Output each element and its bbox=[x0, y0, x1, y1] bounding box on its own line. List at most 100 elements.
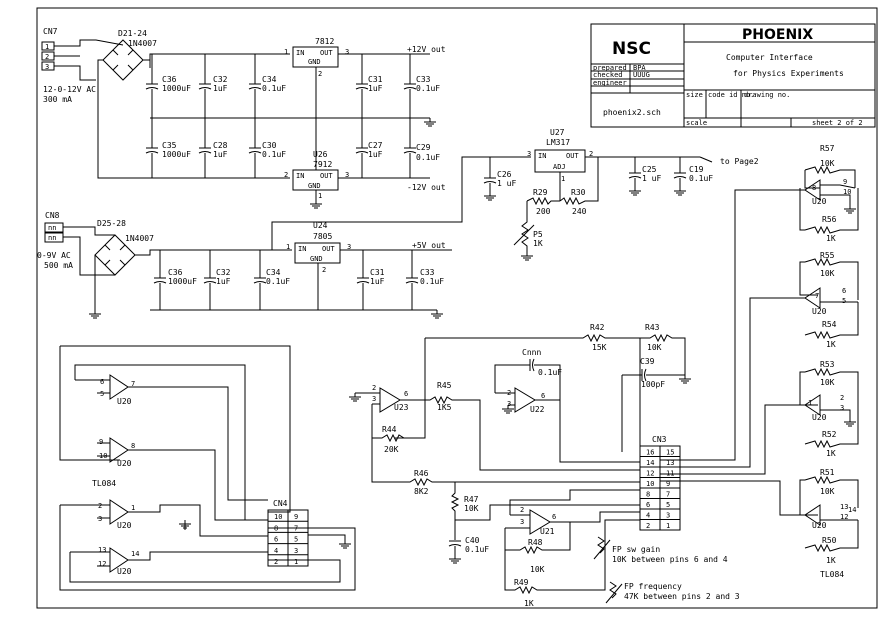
lopamp2-pa: 9 bbox=[99, 438, 103, 446]
cn7-pin3: 3 bbox=[45, 63, 49, 71]
u21-pin-a: 2 bbox=[520, 506, 524, 514]
cn8-label: CN8 bbox=[45, 211, 60, 220]
cn3-pin-7: 7 bbox=[666, 491, 670, 499]
cn4-pin-1: 1 bbox=[294, 558, 298, 566]
reg-7912-label: 7912 bbox=[313, 160, 332, 169]
reg-5v-out: OUT bbox=[322, 245, 335, 253]
cap5-c34-ref: C34 bbox=[266, 268, 281, 277]
u22-pin-a: 2 bbox=[507, 389, 511, 397]
cn3-pin-16: 16 bbox=[646, 449, 654, 457]
cap-c30-ref: C30 bbox=[262, 141, 277, 150]
cn4-label: CN4 bbox=[273, 499, 288, 508]
res-r30-val: 240 bbox=[572, 207, 587, 216]
cn3-pin-2: 2 bbox=[646, 522, 650, 530]
pot-p5-val: 1K bbox=[533, 239, 543, 248]
lm317-out: OUT bbox=[566, 152, 579, 160]
lopamp1-pa: 6 bbox=[100, 378, 104, 386]
cn4-pin-3: 3 bbox=[294, 547, 298, 555]
u23-pin-b: 3 bbox=[372, 395, 376, 403]
res-r43-val: 10K bbox=[647, 343, 662, 352]
ropamp1-pin-out: 8 bbox=[812, 184, 816, 192]
caps-bottom-row bbox=[145, 118, 417, 178]
cn8-pin1: nn bbox=[48, 224, 56, 232]
reg-pos-in: IN bbox=[296, 49, 304, 57]
lopamp3-pb: 3 bbox=[98, 515, 102, 523]
cap-c28-val: 1uF bbox=[213, 150, 228, 159]
ropamp1-pin-b: 10 bbox=[843, 188, 851, 196]
fp-frequency-pot-icon bbox=[605, 581, 623, 604]
tl084-right-label: TL084 bbox=[820, 570, 844, 579]
cn4-pin-7: 7 bbox=[294, 524, 298, 532]
lopamp1-out: 7 bbox=[131, 380, 135, 388]
sheet-label: sheet 2 of 2 bbox=[812, 119, 863, 127]
cap-c27-val: 1uF bbox=[368, 150, 383, 159]
cap-c30-val: 0.1uF bbox=[262, 150, 286, 159]
cap5-c31-ref: C31 bbox=[370, 268, 385, 277]
opamp-u23 bbox=[379, 387, 401, 413]
lopamp2 bbox=[109, 437, 129, 463]
u23-pin-out: 6 bbox=[404, 390, 408, 398]
lopamp1-pb: 5 bbox=[100, 390, 104, 398]
lopamp3-unit: U20 bbox=[117, 521, 132, 530]
cap-c32-val: 1uF bbox=[213, 84, 228, 93]
lopamp4 bbox=[109, 547, 129, 573]
res-r43-ref: R43 bbox=[645, 323, 660, 332]
res-r29-val: 200 bbox=[536, 207, 551, 216]
reg-pos-out: OUT bbox=[320, 49, 333, 57]
lopamp2-unit: U20 bbox=[117, 459, 132, 468]
cap-c32-ref: C32 bbox=[213, 75, 228, 84]
ropamp3-unit: U20 bbox=[812, 413, 827, 422]
supply-12v: CN7 1 2 3 D21-24 1N4007 12-0-12V AC 300 … bbox=[41, 27, 446, 209]
u23-label: U23 bbox=[394, 403, 409, 412]
reg-neg-pin-in: 2 bbox=[284, 171, 288, 179]
reg-u26-ref: U26 bbox=[313, 150, 328, 159]
u23-pin-a: 2 bbox=[372, 384, 376, 392]
cn7-pin1: 1 bbox=[45, 43, 49, 51]
cap-c35-val: 1000uF bbox=[162, 150, 191, 159]
reg-pos-pin-out: 3 bbox=[345, 48, 349, 56]
reg-u24-ref: U24 bbox=[313, 221, 328, 230]
cap-c35-ref: C35 bbox=[162, 141, 177, 150]
title-subtitle1: Computer Interface bbox=[726, 53, 813, 62]
ropamp4-pin-a: 13 bbox=[840, 503, 848, 511]
u22-pin-b: 3 bbox=[507, 400, 511, 408]
reg-pos-pin-gnd: 2 bbox=[318, 70, 322, 78]
ropamp2-pin-a: 6 bbox=[842, 287, 846, 295]
cn3-pin-13: 13 bbox=[666, 459, 674, 467]
right-opamps: R57 10K 8 9 10 U20 R56 1K R55 10K 7 6 5 … bbox=[660, 144, 859, 579]
reg-5v-pin-gnd: 2 bbox=[322, 266, 326, 274]
reg-neg-out: OUT bbox=[320, 172, 333, 180]
ropamp4-rtop: R51 bbox=[820, 468, 835, 477]
res-r48-val: 10K bbox=[530, 565, 545, 574]
fp-gain-note: 10K between pins 6 and 4 bbox=[612, 555, 728, 564]
ropamp3-rbot-v: 1K bbox=[826, 449, 836, 458]
cap-c31-val: 1uF bbox=[368, 84, 383, 93]
lopamp4-out: 14 bbox=[131, 550, 139, 558]
cap-c34-ref: C34 bbox=[262, 75, 277, 84]
ropamp3-pin-a: 2 bbox=[840, 394, 844, 402]
cap5-c34-val: 0.1uF bbox=[266, 277, 290, 286]
cn8-pin2: nn bbox=[48, 234, 56, 242]
supply1-input2: 300 mA bbox=[43, 95, 72, 104]
ropamp1-rbot-v: 1K bbox=[826, 234, 836, 243]
out-plus12: +12V out bbox=[407, 45, 446, 54]
cap-c36-ref: C36 bbox=[162, 75, 177, 84]
cap-c36-val: 1000uF bbox=[162, 84, 191, 93]
title-org: NSC bbox=[612, 39, 651, 59]
reg-neg-pin-out: 3 bbox=[345, 171, 349, 179]
ropamp3-pin-out: 1 bbox=[808, 399, 812, 407]
prepared-label: prepared bbox=[593, 64, 627, 72]
cn3-pin-15: 15 bbox=[666, 449, 674, 457]
cn3-pin-10: 10 bbox=[646, 480, 654, 488]
cn3-pin-3: 3 bbox=[666, 512, 670, 520]
cap-c33-val: 0.1uF bbox=[416, 84, 440, 93]
sheet-border bbox=[36, 7, 878, 609]
code-label: code id no. bbox=[708, 91, 754, 99]
cap5-c33-ref: C33 bbox=[420, 268, 435, 277]
u21-pin-b: 3 bbox=[520, 518, 524, 526]
ropamp4-pin-out: 14 bbox=[848, 506, 856, 514]
u21-label: U21 bbox=[540, 527, 555, 536]
supply2-input1: 0-9V AC bbox=[37, 251, 71, 260]
cap-c28-ref: C28 bbox=[213, 141, 228, 150]
cn3-pin-9: 9 bbox=[666, 480, 670, 488]
